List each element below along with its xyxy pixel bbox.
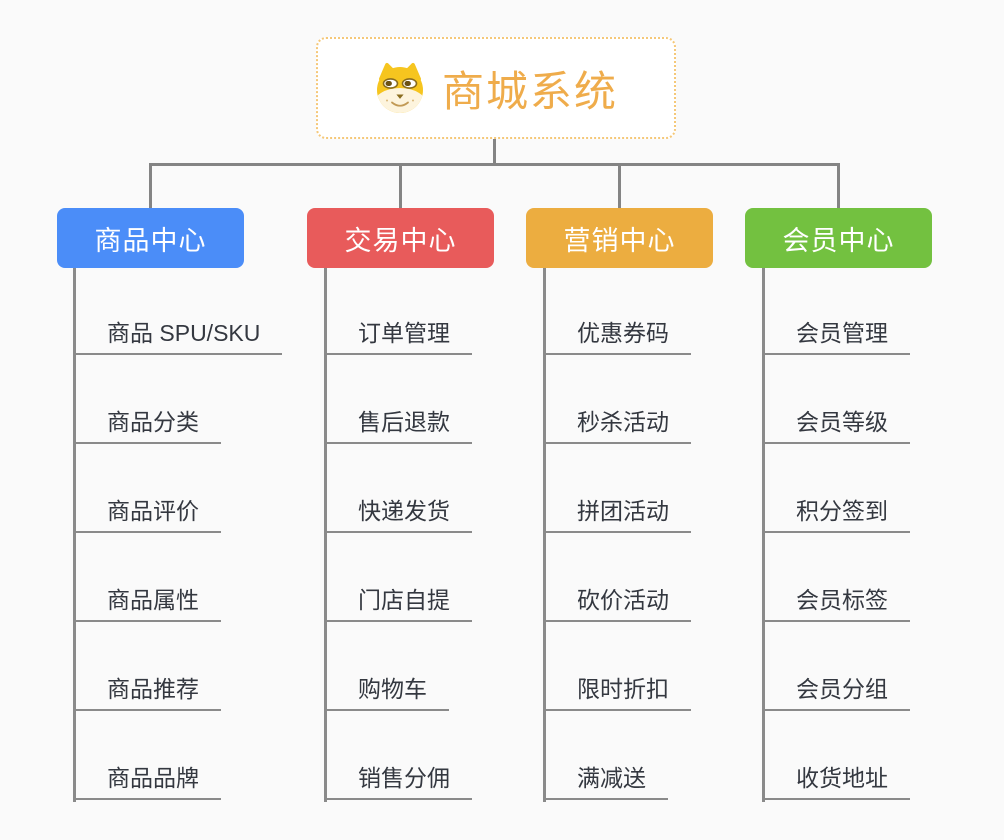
connector-rail [149, 163, 840, 166]
leaf-node[interactable]: 收货地址 [762, 765, 910, 800]
leaf-node[interactable]: 购物车 [324, 676, 449, 711]
branch-node-member-center[interactable]: 会员中心 [745, 208, 932, 268]
connector-stub-4 [837, 166, 840, 208]
branch-node-product-center[interactable]: 商品中心 [57, 208, 244, 268]
leaf-node[interactable]: 订单管理 [324, 320, 472, 355]
leaf-node[interactable]: 商品评价 [73, 498, 221, 533]
leaf-node[interactable]: 商品分类 [73, 409, 221, 444]
leaf-node[interactable]: 秒杀活动 [543, 409, 691, 444]
root-title: 商城系统 [441, 67, 618, 115]
branch-node-marketing-center[interactable]: 营销中心 [526, 208, 713, 268]
connector-trunk-4 [762, 268, 765, 802]
leaf-node[interactable]: 门店自提 [324, 587, 472, 622]
leaf-node[interactable]: 会员管理 [762, 320, 910, 355]
leaf-node[interactable]: 商品属性 [73, 587, 221, 622]
leaf-node[interactable]: 售后退款 [324, 409, 472, 444]
leaf-node[interactable]: 商品 SPU/SKU [73, 320, 283, 355]
leaf-node[interactable]: 商品推荐 [73, 676, 221, 711]
leaf-node[interactable]: 会员等级 [762, 409, 910, 444]
leaf-node[interactable]: 拼团活动 [543, 498, 691, 533]
leaf-node[interactable]: 商品品牌 [73, 765, 221, 800]
connector-stub-3 [618, 166, 621, 208]
leaf-node[interactable]: 限时折扣 [543, 676, 691, 711]
connector-root-stub [493, 139, 496, 164]
leaf-node[interactable]: 满减送 [543, 765, 668, 800]
leaf-node[interactable]: 积分签到 [762, 498, 910, 533]
connector-trunk-1 [73, 268, 76, 802]
branch-node-trade-center[interactable]: 交易中心 [307, 208, 494, 268]
doge-icon [376, 63, 423, 113]
leaf-node[interactable]: 会员分组 [762, 676, 910, 711]
leaf-node[interactable]: 会员标签 [762, 587, 910, 622]
leaf-node[interactable]: 快递发货 [324, 498, 472, 533]
connector-trunk-3 [543, 268, 546, 802]
connector-stub-2 [399, 166, 402, 208]
connector-trunk-2 [324, 268, 327, 802]
leaf-node[interactable]: 销售分佣 [324, 765, 472, 800]
leaf-node[interactable]: 优惠券码 [543, 320, 691, 355]
root-node[interactable]: 商城系统 [316, 37, 676, 139]
connector-stub-1 [149, 166, 152, 208]
leaf-node[interactable]: 砍价活动 [543, 587, 691, 622]
